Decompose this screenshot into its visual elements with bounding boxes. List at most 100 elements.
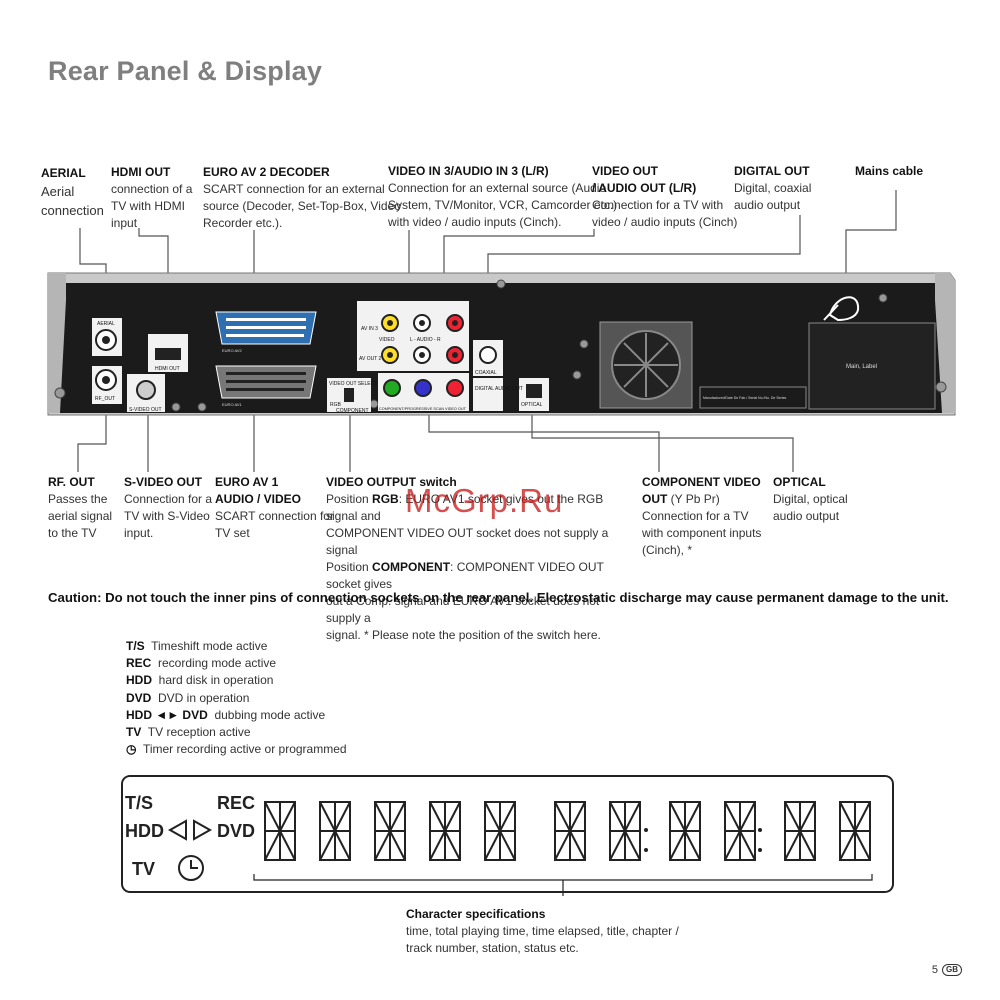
label-euro-av1-title2: AUDIO / VIDEO (215, 492, 302, 506)
panel-video: VIDEO (379, 337, 395, 343)
label-video-in3-line: Connection for an external source (Audio (388, 181, 607, 195)
label-video-out-title: VIDEO OUT (592, 164, 659, 178)
label-aerial: AERIAL Aerial connection (41, 165, 104, 220)
segment-digit (839, 801, 871, 861)
label-digital-out-title: DIGITAL OUT (734, 164, 810, 178)
clock-icon: ◷ (126, 742, 137, 757)
label-euro-av2: EURO AV 2 DECODER SCART connection for a… (203, 164, 401, 232)
label-video-out-title2: / AUDIO OUT (L/R) (592, 181, 697, 195)
label-euro-av1-line: SCART connection for (215, 509, 334, 523)
label-hdmi-line: TV with HDMI (111, 199, 186, 213)
legend-item: ◷ Timer recording active or programmed (126, 742, 347, 757)
display-rec: REC (217, 793, 255, 813)
caution-text: Caution: Do not touch the inner pins of … (48, 590, 949, 605)
label-video-in3: VIDEO IN 3/AUDIO IN 3 (L/R) Connection f… (388, 163, 617, 231)
label-optical-line: Digital, optical (773, 492, 848, 506)
switch-line-5: signal. * Please note the position of th… (326, 628, 601, 642)
segment-digit (429, 801, 461, 861)
label-aerial-title: AERIAL (41, 166, 86, 180)
panel-audio: L - AUDIO - R (410, 337, 441, 343)
label-digital-out-line: Digital, coaxial (734, 181, 812, 195)
panel-manufactured: Manufactured/Date De Fab./ Serial No./No… (703, 396, 787, 400)
legend-item: T/S Timeshift mode active (126, 639, 268, 653)
charspec-line: track number, station, status etc. (406, 941, 579, 955)
display-ts: T/S (125, 793, 153, 813)
label-euro-av2-line: Recorder etc.). (203, 216, 283, 230)
label-mains-cable: Mains cable (855, 163, 923, 180)
legend-item: HDD ◄► DVD dubbing mode active (126, 707, 326, 722)
label-digital-out: DIGITAL OUT Digital, coaxial audio outpu… (734, 163, 811, 214)
label-video-in3-title: VIDEO IN 3/AUDIO IN 3 (L/R) (388, 164, 549, 178)
panel-video-out-select: VIDEO OUT SELECT (329, 381, 377, 387)
panel-component-out: COMPONENT/PROGRESSIVE SCAN VIDEO OUT (379, 407, 467, 411)
panel-av-out2: AV OUT 2 (359, 356, 382, 362)
panel-component: COMPONENT (336, 408, 369, 414)
segment-digit (264, 801, 296, 861)
label-svideo-out: S-VIDEO OUT Connection for a TV with S-V… (124, 474, 212, 542)
lang-badge: GB (942, 964, 962, 976)
rear-panel-diagram: AERIAL RF_OUT HDMI OUT S-VIDEO OUT AV IN… (47, 190, 956, 472)
panel-digital-audio: DIGITAL AUDIO OUT (475, 386, 523, 392)
panel-av-in3: AV IN 3 (361, 326, 378, 332)
label-component-line: (Cinch), * (642, 543, 693, 557)
left-triangle-icon (167, 819, 187, 841)
label-optical-line: audio output (773, 509, 840, 523)
switch-line-3: Position COMPONENT: COMPONENT VIDEO OUT … (326, 560, 604, 591)
display-hdd: HDD (125, 821, 164, 841)
label-rf-title: RF. OUT (48, 475, 95, 489)
label-optical-title: OPTICAL (773, 475, 826, 489)
label-aerial-line: Aerial (41, 184, 75, 199)
watermark: McGrp.Ru (405, 482, 564, 519)
label-optical: OPTICAL Digital, optical audio output (773, 474, 848, 525)
legend-item: TV TV reception active (126, 725, 251, 740)
segment-digits (264, 801, 871, 861)
segment-digit (554, 801, 586, 861)
label-hdmi-title: HDMI OUT (111, 165, 171, 179)
label-svideo-title: S-VIDEO OUT (124, 475, 203, 489)
label-hdmi-line: input (111, 216, 138, 230)
charspec-title: Character specifications (406, 907, 546, 921)
switch-line-1: Position RGB: EURO AV1 socket gives out … (326, 492, 604, 523)
label-video-in3-line: System, TV/Monitor, VCR, Camcorder etc.) (388, 198, 618, 212)
label-svideo-line: Connection for a (124, 492, 213, 506)
character-specifications: Character specifications time, total pla… (406, 906, 696, 957)
switch-line-2: COMPONENT VIDEO OUT socket does not supp… (326, 526, 609, 557)
legend-item: HDD hard disk in operation (126, 673, 274, 688)
panel-aerial: AERIAL (97, 321, 115, 327)
panel-optical: OPTICAL (521, 402, 543, 408)
label-digital-out-line: audio output (734, 198, 801, 212)
legend-item: DVD DVD in operation (126, 690, 250, 705)
segment-digit (484, 801, 516, 861)
panel-euro-av2: EURO AV2 (222, 348, 242, 353)
label-svideo-line: TV with S-Video (124, 509, 210, 523)
display-tv: TV (132, 859, 155, 879)
label-component-title2: OUT (642, 492, 668, 506)
charspec-line: time, total playing time, time elapsed, … (406, 924, 679, 938)
label-video-out-line: video / audio inputs (Cinch) (592, 215, 738, 229)
switch-line-4: out a Comp. signal and EURO AV1 socket d… (326, 594, 600, 625)
label-rf-line: aerial signal (48, 509, 113, 523)
label-hdmi-line: connection of a (111, 182, 193, 196)
right-triangle-icon (193, 819, 213, 841)
panel-hdmi: HDMI OUT (155, 366, 180, 372)
panel-main-label: Main, Label (846, 364, 877, 370)
label-euro-av1-title: EURO AV 1 (215, 475, 279, 489)
label-component-out: COMPONENT VIDEO OUT (Y Pb Pr) Connection… (642, 475, 762, 557)
segment-digit (374, 801, 406, 861)
display-legend: T/S Timeshift mode active REC recording … (126, 638, 347, 758)
legend-item: REC recording mode active (126, 656, 277, 671)
label-component-title: COMPONENT VIDEO (642, 475, 761, 489)
label-euro-av1: EURO AV 1 AUDIO / VIDEO SCART connection… (215, 474, 334, 542)
page-title: Rear Panel & Display (48, 56, 323, 86)
label-component-line: Connection for a TV (642, 509, 749, 523)
label-rf-out: RF. OUT Passes the aerial signal to the … (48, 474, 112, 542)
panel-coaxial: COAXIAL (475, 370, 497, 376)
label-euro-av1-line: TV set (215, 526, 250, 540)
panel-rf-out: RF_OUT (95, 396, 115, 402)
label-aerial-line: connection (41, 203, 104, 218)
switch-title: VIDEO OUTPUT switch (326, 475, 457, 489)
label-component-line: with component inputs (642, 526, 762, 540)
label-video-output-switch: VIDEO OUTPUT switch Position RGB: EURO A… (326, 474, 636, 644)
panel-rgb: RGB (330, 402, 342, 408)
